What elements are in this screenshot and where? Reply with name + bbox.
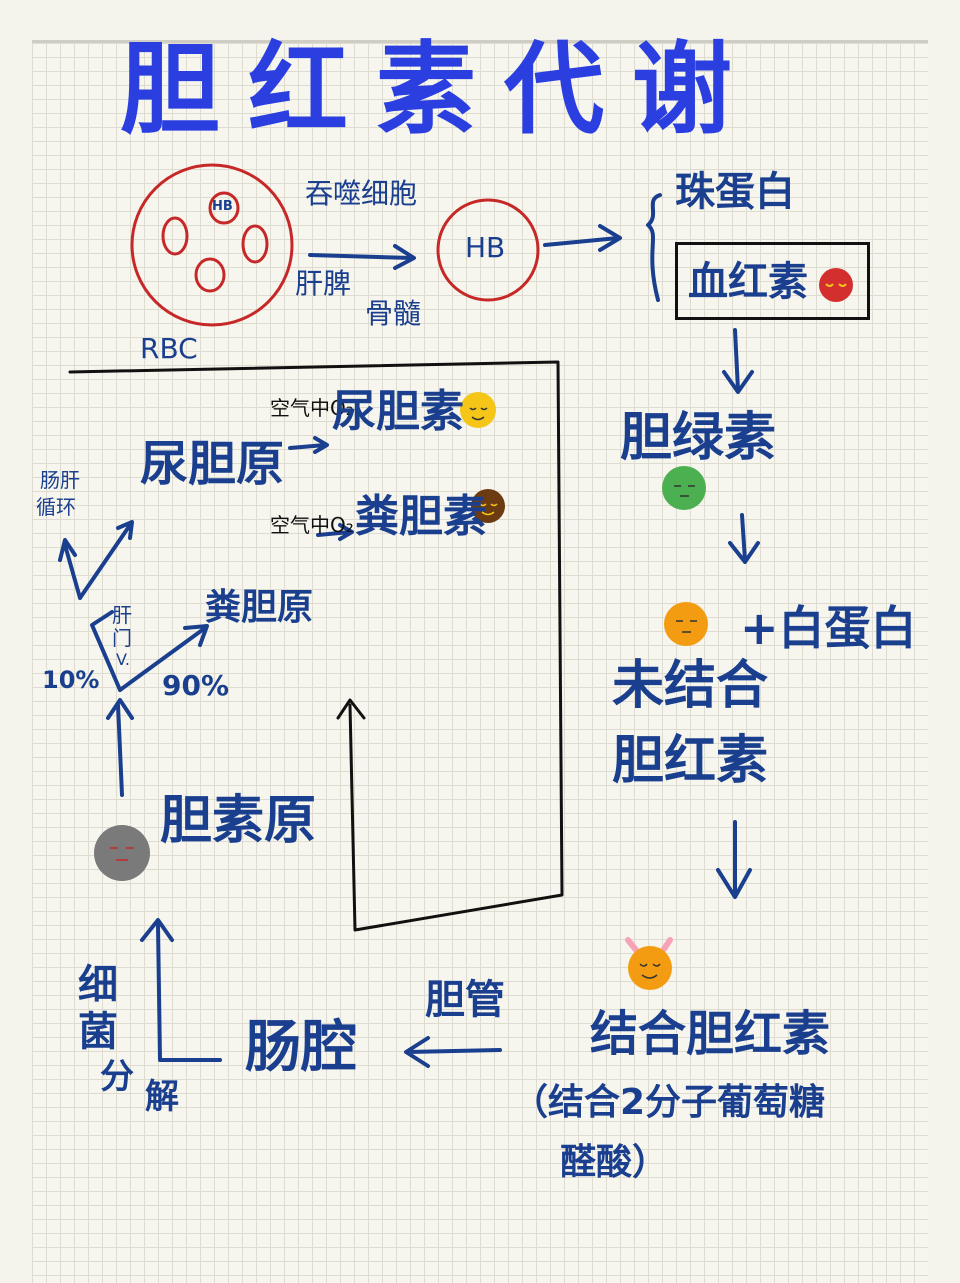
bacteria-char-1: 细 bbox=[78, 962, 118, 1008]
bile-duct-label: 胆管 bbox=[425, 977, 505, 1023]
engulf-top-label: 吞噬细胞 bbox=[305, 177, 418, 210]
reabsorption-loop bbox=[68, 360, 564, 932]
unconjugated-label-2: 胆红素 bbox=[612, 731, 769, 791]
stercobilin-label: 粪胆素 bbox=[355, 491, 487, 542]
bilinogen-label: 胆素原 bbox=[160, 791, 317, 851]
portal-vein-2: 门 bbox=[112, 626, 132, 650]
oxidation-label-1: 空气中O₂ bbox=[270, 396, 354, 420]
conjugated-label: 结合胆红素 bbox=[590, 1006, 831, 1062]
page-title: 胆红素代谢 bbox=[120, 31, 760, 148]
bacteria-char-4: 解 bbox=[145, 1077, 179, 1117]
globin-label: 珠蛋白 bbox=[675, 169, 795, 215]
plus-albumin-label: +白蛋白 bbox=[740, 601, 917, 655]
portal-vein-1: 肝 bbox=[112, 603, 132, 627]
portal-vein-line bbox=[90, 610, 122, 692]
heme-box bbox=[675, 242, 870, 320]
unconjugated-dot bbox=[664, 602, 708, 646]
conjugated-note-1: （结合2分子葡萄糖 bbox=[512, 1082, 826, 1123]
conjugated-dot bbox=[625, 937, 673, 990]
arrow-rbc-to-hb bbox=[308, 244, 416, 270]
engulf-bottom-label-1: 肝脾 bbox=[295, 267, 352, 300]
enterohepatic-2: 循环 bbox=[36, 495, 76, 519]
rbc-hb-label: HB bbox=[212, 199, 233, 214]
portal-vein-3: V. bbox=[116, 650, 130, 669]
arrow-enterohepatic bbox=[58, 520, 134, 600]
arrow-90-percent bbox=[118, 624, 209, 692]
bacteria-char-3: 分 bbox=[100, 1057, 134, 1097]
urobilin-dot bbox=[460, 392, 496, 428]
arrow-oxidation-1 bbox=[288, 436, 329, 454]
arrow-hb-to-split bbox=[543, 224, 622, 252]
enterohepatic-1: 肠肝 bbox=[40, 468, 80, 492]
oxidation-label-2: 空气中O₂ bbox=[270, 513, 354, 537]
split-brace bbox=[646, 193, 662, 302]
biliverdin-dot bbox=[662, 466, 706, 510]
heme-label: 血红素 bbox=[688, 259, 808, 305]
heme-dot bbox=[819, 268, 853, 302]
pct-10-label: 10% bbox=[42, 666, 100, 694]
arrow-bile-duct bbox=[404, 1036, 502, 1068]
biliverdin-label: 胆绿素 bbox=[620, 408, 777, 468]
arrow-bacteria-to-bilinogen bbox=[140, 918, 222, 1062]
bilinogen-dot bbox=[94, 825, 150, 881]
unconjugated-label-1: 未结合 bbox=[612, 656, 769, 716]
rbc-label: RBC bbox=[140, 332, 198, 365]
stercobilinogen-label: 粪胆原 bbox=[205, 587, 314, 628]
conjugated-note-2: 醛酸） bbox=[560, 1142, 669, 1183]
arrow-oxidation-2 bbox=[316, 523, 354, 541]
arrow-unconj-to-conj bbox=[716, 820, 752, 899]
bacteria-char-2: 菌 bbox=[78, 1009, 118, 1055]
stercobilin-dot bbox=[471, 489, 505, 523]
urobilinogen-label: 尿胆原 bbox=[140, 436, 285, 492]
engulf-bottom-label-2: 骨髓 bbox=[365, 297, 422, 330]
hb-label: HB bbox=[465, 231, 506, 264]
rbc-cell bbox=[130, 163, 294, 327]
intestine-label: 肠腔 bbox=[245, 1015, 357, 1080]
arrow-heme-to-biliverdin bbox=[722, 328, 754, 394]
pct-90-label: 90% bbox=[162, 669, 230, 702]
arrow-bilinogen-up bbox=[106, 698, 134, 797]
arrow-biliverdin-to-unconj bbox=[728, 513, 760, 564]
hb-cell bbox=[436, 198, 540, 302]
urobilin-label: 尿胆素 bbox=[332, 386, 464, 437]
